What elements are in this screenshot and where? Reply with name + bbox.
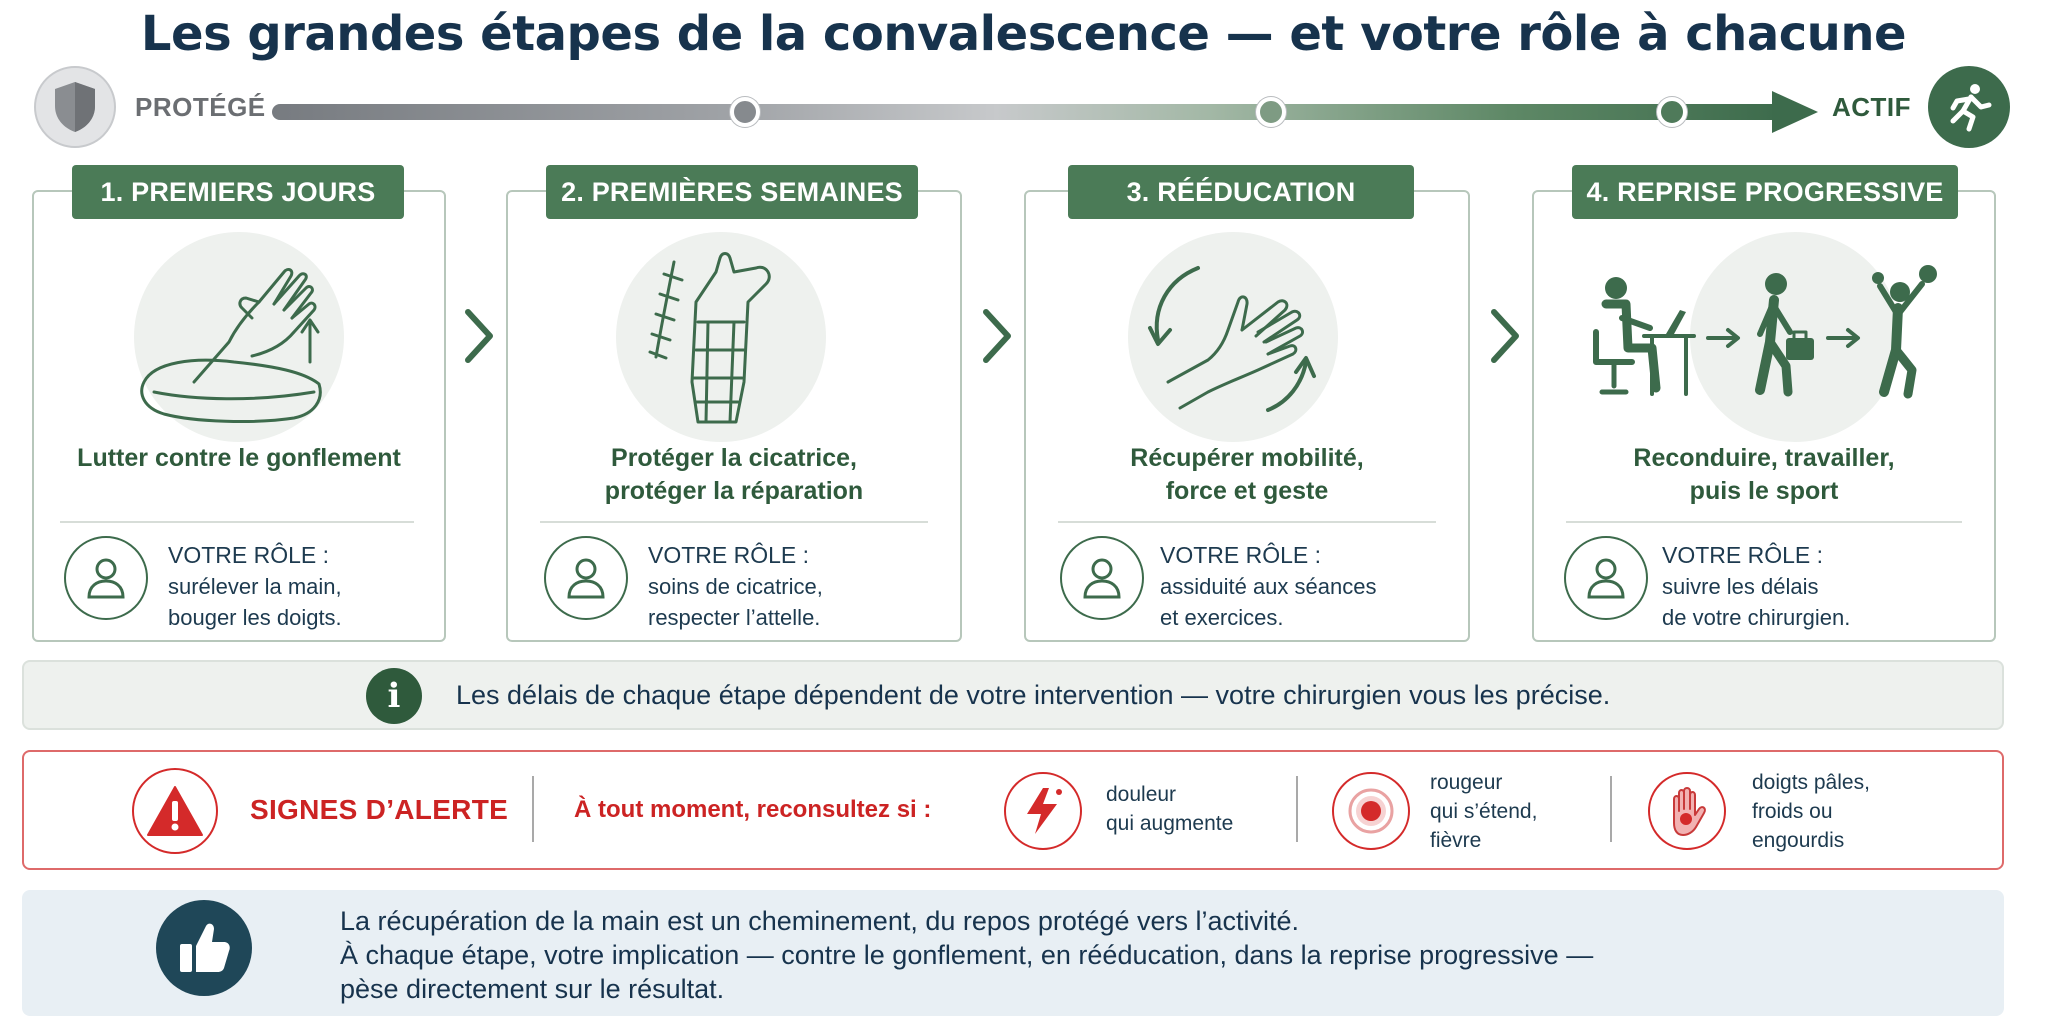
thumbs-up-icon [156, 900, 252, 996]
role-line-1b: bouger les doigts. [168, 605, 342, 630]
alert-sign-1: douleur qui augmente [1106, 780, 1233, 838]
alert-separator [1610, 776, 1612, 842]
stage-text-3-line-2: force et geste [1165, 477, 1329, 505]
summary-banner [22, 890, 2004, 1016]
redness-target-icon [1332, 772, 1410, 850]
person-icon [1564, 536, 1648, 620]
page-title: Les grandes étapes de la convalescence —… [140, 6, 1907, 62]
progress-marker-2 [1256, 97, 1286, 127]
hand-rotation-icon [1128, 232, 1338, 442]
alert-title: SIGNES D’ALERTE [250, 794, 509, 825]
desk-walk-sport-illustration [1593, 265, 1937, 399]
stage-text-1: Lutter contre le gonflement [32, 442, 446, 475]
lightning-pain-icon [1004, 772, 1082, 850]
alert-sign-3-line-1: doigts pâles, [1752, 771, 1870, 794]
stage-header-3: 3. RÉÉDUCATION [1068, 165, 1414, 219]
role-title-2: VOTRE RÔLE : [648, 542, 810, 568]
role-line-2b: respecter l’attelle. [648, 605, 821, 630]
stage-text-3: Récupérer mobilité, force et geste [1024, 442, 1470, 508]
alert-sign-2-line-1: rougeur [1430, 771, 1503, 794]
alert-sign-2: rougeur qui s’étend, fièvre [1430, 768, 1537, 855]
role-line-2a: soins de cicatrice, [648, 574, 823, 599]
running-person-icon [1928, 66, 2010, 148]
role-line-4a: suivre les délais [1662, 574, 1819, 599]
chevron-right-icon [983, 309, 1011, 363]
stage-text-2-line-1: Protéger la cicatrice, [611, 444, 857, 472]
role-title-3: VOTRE RÔLE : [1160, 542, 1322, 568]
elevated-hand-on-pillow-icon [134, 232, 344, 442]
alert-sign-3: doigts pâles, froids ou engourdis [1752, 768, 1870, 855]
pale-hand-icon [1648, 772, 1726, 850]
warning-icon [132, 768, 218, 854]
stage-text-1-line-1: Lutter contre le gonflement [77, 444, 401, 472]
alert-separator [1296, 776, 1298, 842]
summary-text: La récupération de la main est un chemin… [340, 904, 1593, 1006]
stage-text-2-line-2: protéger la réparation [604, 477, 864, 505]
stage-text-4-line-1: Reconduire, travailler, [1633, 444, 1895, 472]
info-text: Les délais de chaque étape dépendent de … [456, 680, 1611, 710]
role-line-3b: et exercices. [1160, 605, 1284, 630]
role-title-1: VOTRE RÔLE : [168, 542, 330, 568]
summary-line-1: La récupération de la main est un chemin… [340, 906, 1300, 936]
splint-and-stitches-icon [616, 232, 826, 442]
alert-separator [532, 776, 534, 842]
info-banner [22, 660, 2004, 730]
stage-role-3: VOTRE RÔLE : assiduité aux séances et ex… [1160, 540, 1376, 633]
stage-role-4: VOTRE RÔLE : suivre les délais de votre … [1662, 540, 1850, 633]
alert-sign-3-line-3: engourdis [1752, 829, 1845, 852]
stage-text-4-line-2: puis le sport [1689, 477, 1839, 505]
progress-track [272, 104, 1782, 120]
role-title-4: VOTRE RÔLE : [1662, 542, 1824, 568]
stage-divider-3 [1058, 521, 1436, 523]
progress-start-label: PROTÉGÉ [135, 92, 266, 122]
stage-text-2: Protéger la cicatrice, protéger la répar… [506, 442, 962, 508]
progress-marker-3 [1657, 97, 1687, 127]
stage-text-3-line-1: Récupérer mobilité, [1130, 444, 1364, 472]
alert-sign-3-line-2: froids ou [1752, 800, 1833, 823]
alert-sign-2-line-3: fièvre [1430, 829, 1482, 852]
stage-header-4: 4. REPRISE PROGRESSIVE [1572, 165, 1958, 219]
progress-marker-1 [730, 97, 760, 127]
summary-line-2: À chaque étape, votre implication — cont… [340, 940, 1594, 970]
shield-icon [34, 66, 116, 148]
summary-line-3: pèse directement sur le résultat. [340, 974, 725, 1004]
stage-text-4: Reconduire, travailler, puis le sport [1532, 442, 1996, 508]
alert-sign-2-line-2: qui s’étend, [1430, 800, 1538, 823]
info-icon: i [366, 668, 422, 724]
progress-arrow-head [1772, 91, 1818, 133]
stage-divider-2 [540, 521, 928, 523]
chevron-right-icon [1491, 309, 1519, 363]
stage-role-1: VOTRE RÔLE : surélever la main, bouger l… [168, 540, 342, 633]
alert-sign-1-line-2: qui augmente [1106, 812, 1234, 835]
stage-header-2: 2. PREMIÈRES SEMAINES [546, 165, 918, 219]
person-icon [1060, 536, 1144, 620]
progress-end-label: ACTIF [1832, 92, 1912, 122]
stage-divider-1 [60, 521, 414, 523]
role-line-4b: de votre chirurgien. [1662, 605, 1851, 630]
alert-subtitle: À tout moment, reconsultez si : [574, 796, 932, 823]
person-icon [544, 536, 628, 620]
person-icon [64, 536, 148, 620]
chevron-right-icon [465, 309, 493, 363]
alert-sign-1-line-1: douleur [1106, 783, 1177, 806]
role-line-3a: assiduité aux séances [1160, 574, 1377, 599]
stage-header-1: 1. PREMIERS JOURS [72, 165, 404, 219]
stage-role-2: VOTRE RÔLE : soins de cicatrice, respect… [648, 540, 823, 633]
role-line-1a: surélever la main, [168, 574, 342, 599]
stage-divider-4 [1566, 521, 1962, 523]
